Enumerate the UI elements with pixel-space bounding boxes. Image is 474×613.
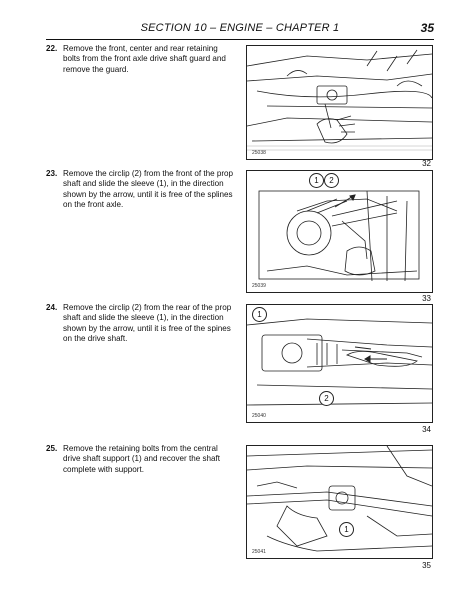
figure-number: 33 bbox=[422, 294, 431, 303]
callout-1: 1 bbox=[252, 307, 267, 322]
step-number: 24. bbox=[46, 303, 58, 312]
step-25: 25. Remove the retaining bolts from the … bbox=[46, 444, 236, 475]
figure-id: 25039 bbox=[252, 283, 266, 289]
step-number: 22. bbox=[46, 44, 58, 53]
figure-number: 35 bbox=[422, 561, 431, 570]
figure-35: 1 25041 bbox=[246, 445, 433, 559]
step-22: 22. Remove the front, center and rear re… bbox=[46, 44, 236, 75]
step-text: Remove the front, center and rear retain… bbox=[63, 44, 226, 74]
figure-number: 34 bbox=[422, 425, 431, 434]
illustration-front-prop-shaft bbox=[258, 190, 420, 282]
figure-number: 32 bbox=[422, 159, 431, 168]
step-number: 23. bbox=[46, 169, 58, 178]
callout-2: 2 bbox=[319, 391, 334, 406]
step-number: 25. bbox=[46, 444, 58, 453]
figure-33: 1 2 25039 bbox=[246, 170, 433, 293]
callout-2: 2 bbox=[324, 173, 339, 188]
step-23: 23. Remove the circlip (2) from the fron… bbox=[46, 169, 236, 210]
figure-id: 25038 bbox=[252, 150, 266, 156]
illustration-rear-prop-shaft bbox=[247, 318, 432, 406]
illustration-drive-shaft-guard bbox=[247, 49, 432, 151]
illustration-central-shaft-support bbox=[247, 446, 432, 552]
callout-1: 1 bbox=[309, 173, 324, 188]
figure-id: 25040 bbox=[252, 413, 266, 419]
step-text: Remove the retaining bolts from the cent… bbox=[63, 444, 221, 474]
figure-32: 25038 bbox=[246, 45, 433, 160]
callout-1: 1 bbox=[339, 522, 354, 537]
figure-34: 1 2 25040 bbox=[246, 304, 433, 423]
section-title: SECTION 10 – ENGINE – CHAPTER 1 bbox=[140, 22, 340, 34]
step-text: Remove the circlip (2) from the front of… bbox=[63, 169, 234, 209]
page-header: SECTION 10 – ENGINE – CHAPTER 1 35 bbox=[46, 21, 434, 38]
step-24: 24. Remove the circlip (2) from the rear… bbox=[46, 303, 236, 344]
step-text: Remove the circlip (2) from the rear of … bbox=[63, 303, 232, 343]
page-number: 35 bbox=[420, 21, 434, 35]
header-divider bbox=[46, 39, 434, 40]
figure-id: 25041 bbox=[252, 549, 266, 555]
